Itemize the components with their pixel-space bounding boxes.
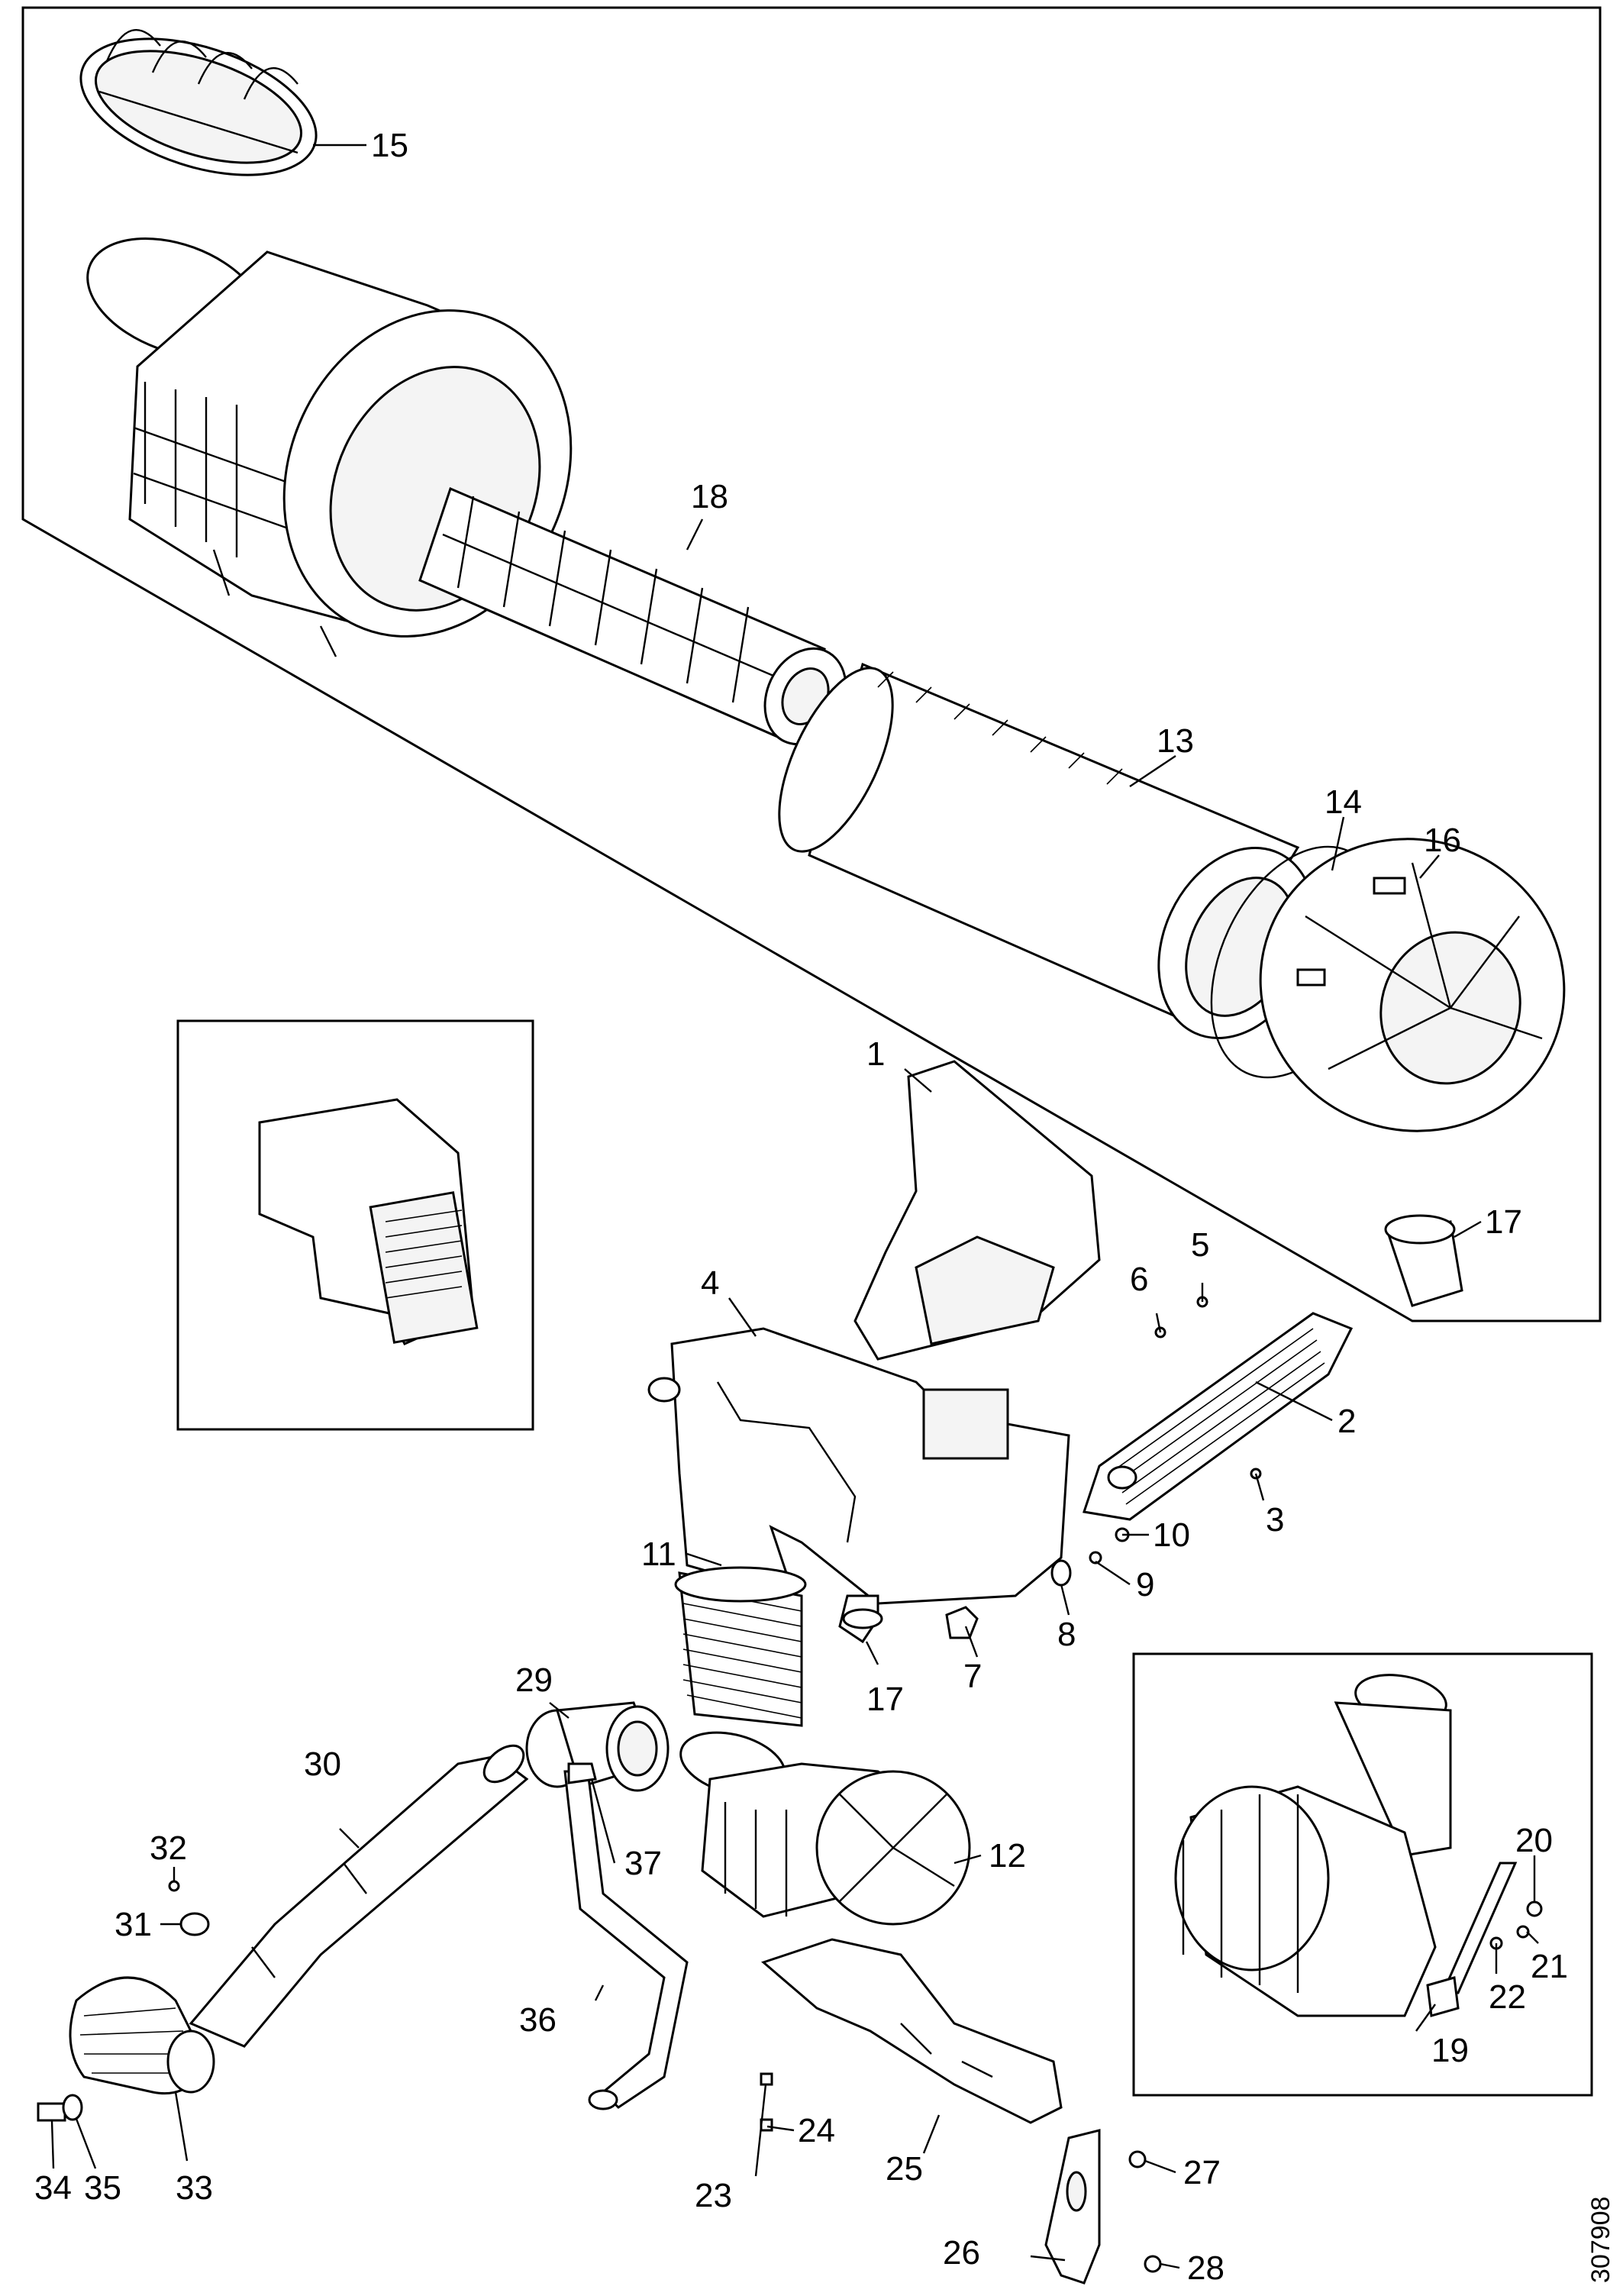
callout-13: 13 <box>1157 722 1194 760</box>
grille-cap-part <box>79 29 318 176</box>
callout-8: 8 <box>1057 1616 1076 1653</box>
callout-16: 16 <box>1424 822 1461 859</box>
callout-14: 14 <box>1325 783 1362 821</box>
callout-34: 34 <box>34 2169 72 2207</box>
support-bracket-part <box>761 1938 1063 2124</box>
callout-35: 35 <box>84 2169 121 2207</box>
callout-22: 22 <box>1489 1978 1526 2016</box>
end-cover-part <box>1259 838 1566 1132</box>
callout-26: 26 <box>943 2234 980 2272</box>
callout-19: 19 <box>1431 2032 1469 2069</box>
safety-filter-cartridge-part <box>418 486 847 746</box>
main-filter-element-part <box>778 662 1316 1039</box>
callout-31: 31 <box>115 1906 152 1943</box>
callout-1: 1 <box>866 1035 885 1073</box>
callout-2: 2 <box>1337 1403 1356 1440</box>
upper-assembly-frame <box>21 6 1602 1322</box>
callout-28: 28 <box>1187 2249 1225 2287</box>
callout-6: 6 <box>1130 1261 1148 1298</box>
intake-hood-inset-part <box>258 1098 479 1345</box>
callout-3: 3 <box>1266 1501 1284 1539</box>
bellows-hose-part <box>674 1566 807 1727</box>
dust-valve-part-lower <box>838 1594 883 1644</box>
callout-5: 5 <box>1191 1226 1209 1264</box>
drain-hose-part <box>563 1770 689 2109</box>
lower-bracket-part <box>1044 2129 1101 2285</box>
clip-hardware <box>168 1880 210 1936</box>
leader-lines <box>50 144 1539 2269</box>
callout-4: 4 <box>701 1264 719 1302</box>
inset-box-right <box>1132 1652 1593 2097</box>
callout-36: 36 <box>519 2001 557 2039</box>
air-cleaner-assembly-part <box>679 1731 971 1926</box>
callout-27: 27 <box>1183 2154 1221 2191</box>
callout-33: 33 <box>176 2169 213 2207</box>
callout-21: 21 <box>1531 1948 1568 1985</box>
callout-23: 23 <box>695 2177 732 2214</box>
callout-32: 32 <box>150 1829 187 1867</box>
inset-filter-assembly-part <box>1174 1674 1543 2017</box>
callout-17-upper: 17 <box>1485 1203 1522 1241</box>
callout-25: 25 <box>886 2150 923 2188</box>
fitting-hardware <box>37 2094 83 2122</box>
dust-valve-part-upper <box>1384 1214 1463 1307</box>
figure-number: 307908 <box>1586 2197 1615 2283</box>
hose-coupling-part <box>525 1701 670 1792</box>
callout-15: 15 <box>371 127 408 164</box>
grille-panel-part <box>1083 1312 1354 1521</box>
callout-10: 10 <box>1153 1516 1190 1554</box>
callout-11: 11 <box>641 1536 676 1573</box>
callout-18: 18 <box>691 478 728 515</box>
inset-box-left <box>176 1019 534 1431</box>
callout-37: 37 <box>624 1845 662 1882</box>
callout-7: 7 <box>963 1658 982 1695</box>
callout-20: 20 <box>1515 1822 1553 1859</box>
mounting-bracket-part <box>853 1060 1101 1361</box>
callout-30: 30 <box>304 1745 341 1783</box>
hose-clamp-37 <box>567 1762 597 1784</box>
elbow-hose-part <box>69 1976 215 2095</box>
intake-pipe-part <box>189 1744 529 2048</box>
callout-29: 29 <box>515 1661 553 1699</box>
callout-24: 24 <box>798 2112 835 2149</box>
callout-12: 12 <box>989 1837 1026 1875</box>
hose-end-fitting <box>588 2089 618 2110</box>
callout-17-lower: 17 <box>866 1681 904 1718</box>
callout-9: 9 <box>1136 1566 1154 1603</box>
